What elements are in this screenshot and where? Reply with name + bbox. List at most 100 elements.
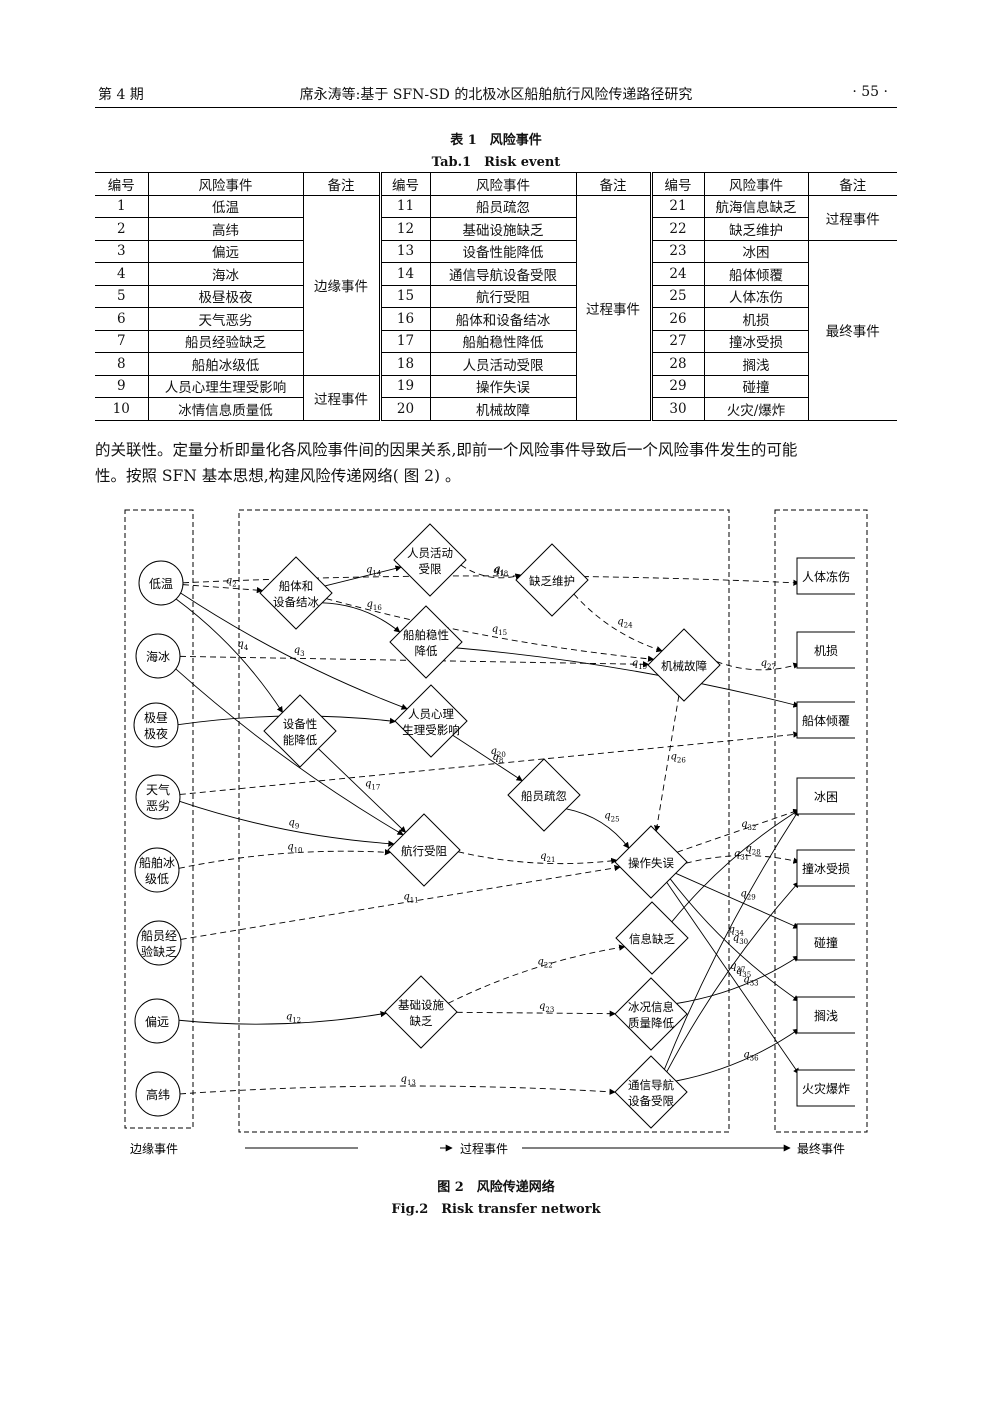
edge-arrow	[179, 1085, 616, 1095]
edge-event-node: 偏远	[134, 998, 180, 1044]
edge-label: q16	[366, 599, 382, 612]
edge-event-node: 船员经验缺乏	[136, 920, 182, 966]
cell-no: 4	[95, 262, 149, 286]
process-event-node: 通信导航设备受限	[614, 1055, 688, 1129]
header-rule	[95, 107, 897, 108]
edge-arrow	[675, 1028, 800, 1082]
edge-label: q10	[287, 841, 302, 854]
node-label: 设备受限	[628, 1094, 674, 1108]
cell-event: 机械故障	[430, 397, 577, 421]
edge-event-circle	[134, 847, 180, 893]
cell-event: 人员活动受限	[430, 352, 577, 376]
final-event-node: 船体倾覆	[796, 701, 855, 739]
process-events-label: 过程事件	[460, 1141, 508, 1156]
process-event-node: 操作失误	[614, 825, 688, 899]
node-label: 通信导航	[628, 1078, 674, 1092]
node-label: 冰况信息	[628, 1000, 674, 1014]
cell-no: 2	[95, 217, 149, 241]
cell-no: 19	[380, 375, 431, 398]
edge-arrow	[671, 809, 800, 923]
col-header: 编号	[380, 172, 431, 196]
process-event-node: 设备性能降低	[263, 694, 337, 768]
cell-no: 1	[95, 195, 149, 218]
edge-arrow	[322, 602, 401, 633]
cell-no: 11	[380, 195, 431, 218]
process-event-node: 机械故障	[647, 628, 721, 702]
edge-label: q18	[493, 565, 508, 578]
process-event-diamond	[647, 628, 721, 702]
cell-event: 海冰	[148, 262, 304, 286]
cell-no: 15	[380, 285, 431, 308]
process-event-node: 船员疏忽	[507, 758, 581, 832]
edge-label: q26	[671, 752, 687, 765]
node-label: 受限	[419, 562, 442, 576]
process-event-diamond	[389, 605, 463, 679]
edge-arrow	[179, 731, 800, 795]
edge-event-circle	[138, 560, 184, 606]
edge-label: q12	[286, 1012, 301, 1025]
final-event-box	[796, 777, 855, 815]
process-events-region	[238, 509, 730, 1133]
table-caption-en: Tab.1 Risk event	[431, 155, 561, 170]
node-label: 碰撞	[814, 935, 838, 950]
table-row: 9 人员心理生理受影响 过程事件 19 操作失误 29 碰撞	[95, 375, 897, 421]
edge-label: q27	[761, 658, 776, 671]
cell-no: 21	[651, 195, 705, 218]
process-event-diamond	[515, 543, 589, 617]
process-event-diamond	[263, 694, 337, 768]
cell-no: 28	[651, 352, 705, 376]
process-event-diamond	[394, 684, 468, 758]
edge-arrow	[669, 878, 800, 1002]
node-label: 搁浅	[814, 1008, 838, 1023]
process-event-node: 人员活动受限	[393, 523, 467, 597]
node-label: 设备性	[283, 717, 318, 731]
edge-arrow	[653, 695, 680, 832]
final-event-node: 火灾爆炸	[796, 1069, 855, 1107]
node-label: 船舶稳性	[403, 628, 449, 642]
cell-event: 天气恶劣	[148, 307, 304, 331]
edge-label: q4	[237, 639, 248, 652]
final-event-node: 搁浅	[796, 996, 855, 1034]
process-event-diamond	[614, 825, 688, 899]
page-number: · 55 ·	[852, 84, 888, 100]
figure-caption-cn: 图 2 风险传递网络	[437, 1180, 555, 1195]
table-row: 7 船员经验缺乏 17 船舶稳性降低 27 撞冰受损	[95, 330, 897, 353]
edge-arrow	[180, 864, 621, 940]
node-label: 海冰	[146, 649, 170, 664]
edge-arrow	[666, 881, 800, 1073]
figure-regions	[124, 509, 868, 1133]
edge-arrow	[178, 849, 392, 869]
cell-event: 操作失误	[430, 375, 577, 398]
edge-event-node: 海冰	[135, 633, 181, 679]
edge-arrow	[180, 592, 408, 710]
col-header: 编号	[95, 172, 149, 196]
node-label: 低温	[149, 577, 173, 591]
final-event-node: 冰困	[796, 777, 855, 815]
cell-event: 搁浅	[704, 352, 809, 376]
edge-arrow	[458, 851, 618, 865]
cell-no: 29	[651, 375, 705, 398]
node-label: 天气	[146, 782, 170, 797]
table-row: 3 偏远 13 设备性能降低 23 冰困 最终事件	[95, 240, 897, 421]
table-caption-cn: 表 1 风险事件	[450, 133, 542, 148]
edge-label: q30	[733, 933, 748, 946]
cell-remark-final: 最终事件	[808, 240, 897, 421]
process-event-node: 航行受阻	[387, 813, 461, 887]
edge-label: q9	[288, 818, 299, 831]
node-label: 降低	[415, 644, 438, 658]
cell-event: 高纬	[148, 217, 304, 241]
edge-arrow	[178, 1011, 387, 1025]
node-label: 船员疏忽	[521, 789, 567, 803]
node-label: 恶劣	[146, 799, 170, 813]
node-label: 船舶冰	[139, 855, 175, 870]
col-header: 备注	[303, 172, 382, 196]
table-row: 6 天气恶劣 16 船体和设备结冰 26 机损	[95, 307, 897, 331]
edge-label: q33	[743, 974, 758, 987]
edge-label: q23	[539, 1001, 554, 1014]
cell-no: 14	[380, 262, 431, 286]
table-row: 10 冰情信息质量低 20 机械故障 30 火灾/爆炸	[95, 397, 897, 421]
edge-label: q19	[632, 658, 647, 671]
edge-event-node: 高纬	[135, 1071, 181, 1117]
cell-remark-process: 过程事件	[808, 195, 897, 241]
